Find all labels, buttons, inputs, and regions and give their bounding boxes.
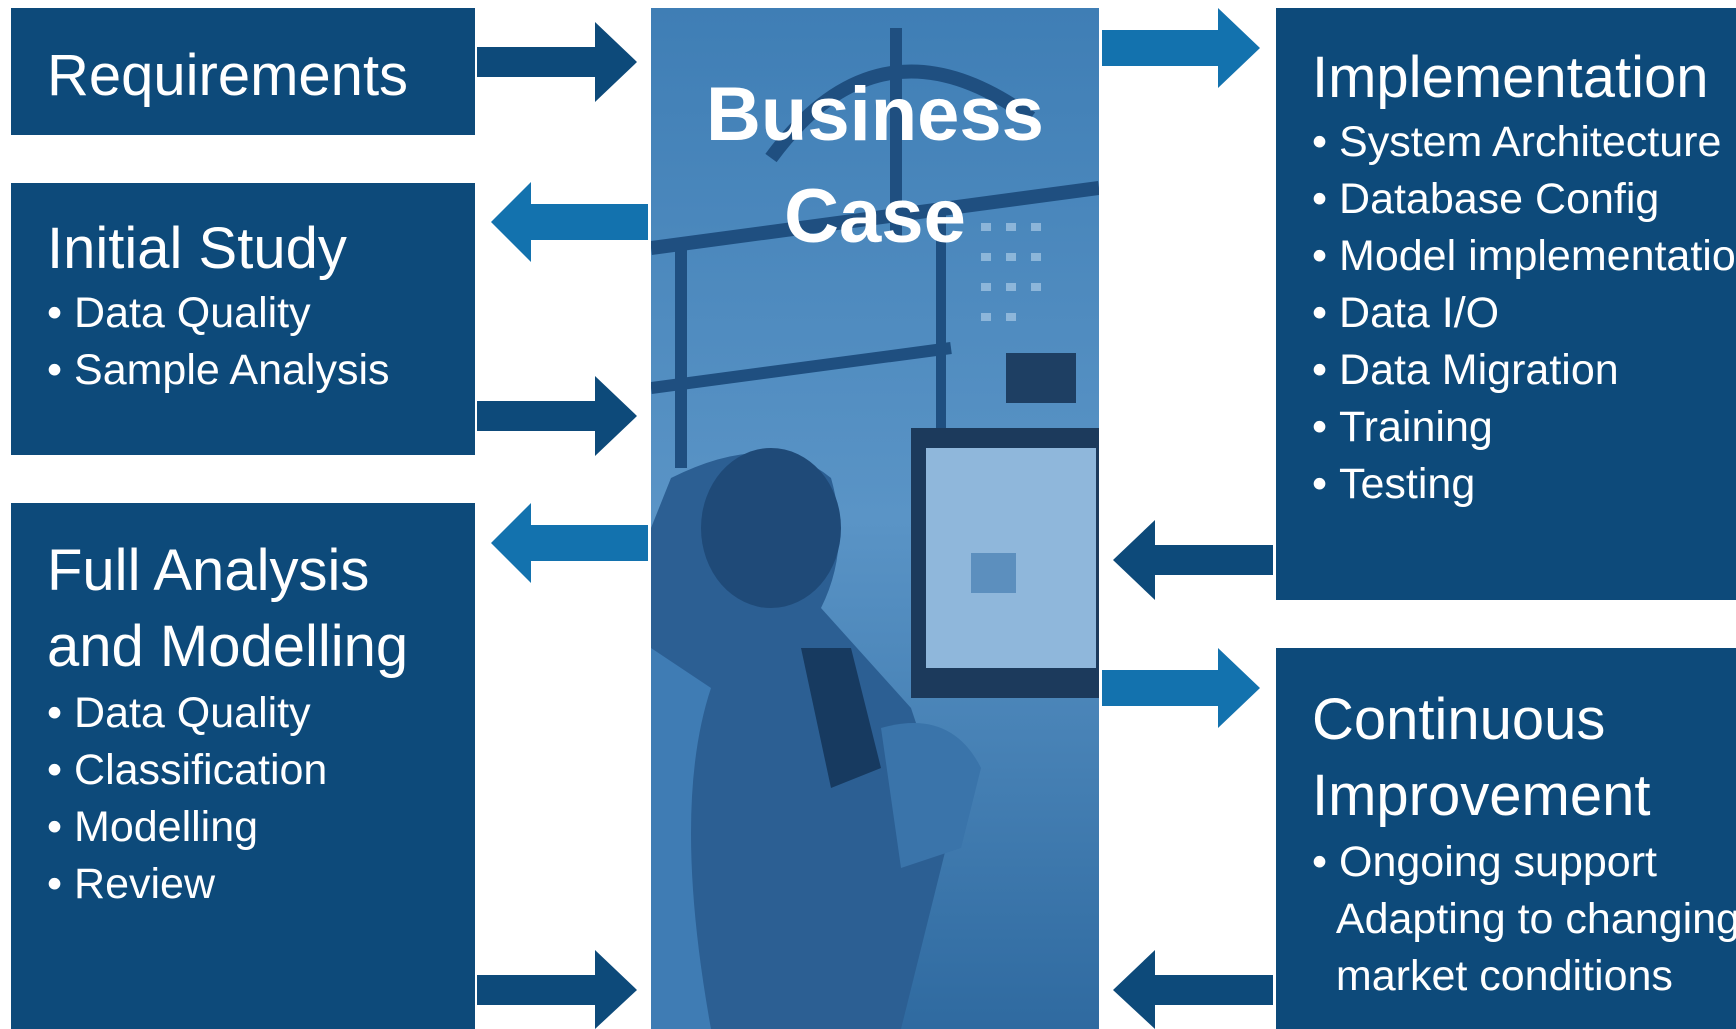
business-case-title-line2: Case <box>784 174 966 259</box>
requirements-box: Requirements <box>11 8 475 135</box>
implementation-title: Implementation <box>1312 45 1709 110</box>
business-case-panel: Business Case <box>651 8 1099 1029</box>
arrow-right-icon <box>477 22 637 102</box>
list-item: Testing <box>1312 456 1736 513</box>
arrow-right-icon <box>1102 8 1260 88</box>
full-analysis-title-line2: and Modelling <box>47 614 409 679</box>
full-analysis-box: Full Analysis and Modelling Data Quality… <box>11 503 475 1029</box>
full-analysis-title-line1: Full Analysis <box>47 538 370 603</box>
arrow-left-icon <box>491 182 648 262</box>
list-item: Classification <box>47 742 475 799</box>
requirements-title: Requirements <box>47 43 409 108</box>
list-item: Data Migration <box>1312 342 1736 399</box>
list-item: Data Quality <box>47 285 475 342</box>
list-item: Ongoing support <box>1312 834 1736 891</box>
list-item: System Architecture <box>1312 114 1736 171</box>
arrow-left-icon <box>491 503 648 583</box>
implementation-list: System Architecture Database Config Mode… <box>1312 114 1736 513</box>
implementation-box: Implementation System Architecture Datab… <box>1276 8 1736 600</box>
continuous-improvement-title-line1: Continuous <box>1312 687 1606 752</box>
arrow-right-icon <box>477 376 637 456</box>
continuous-improvement-box: Continuous Improvement Ongoing support A… <box>1276 648 1736 1029</box>
list-item: Data Quality <box>47 685 475 742</box>
list-item: Training <box>1312 399 1736 456</box>
initial-study-box: Initial Study Data Quality Sample Analys… <box>11 183 475 455</box>
list-item: Sample Analysis <box>47 342 475 399</box>
list-item: Data I/O <box>1312 285 1736 342</box>
arrow-right-icon <box>1102 648 1260 728</box>
arrow-right-icon <box>477 950 637 1029</box>
list-item: Database Config <box>1312 171 1736 228</box>
continuous-improvement-title-line2: Improvement <box>1312 763 1651 828</box>
list-item: market conditions <box>1335 952 1673 1000</box>
full-analysis-title: Full Analysis and Modelling <box>47 533 475 685</box>
continuous-improvement-title: Continuous Improvement <box>1312 682 1736 834</box>
arrow-left-icon <box>1113 950 1273 1029</box>
full-analysis-list: Data Quality Classification Modelling Re… <box>47 685 475 913</box>
list-item: Model implementation <box>1312 228 1736 285</box>
business-case-title: Business Case <box>651 64 1099 268</box>
initial-study-list: Data Quality Sample Analysis <box>47 285 475 399</box>
business-case-title-line1: Business <box>706 72 1044 157</box>
list-item: Adapting to changing <box>1335 895 1736 943</box>
list-item: Modelling <box>47 799 475 856</box>
continuous-improvement-list: Ongoing support Adapting to changing mar… <box>1312 834 1736 1005</box>
initial-study-title: Initial Study <box>47 216 347 281</box>
list-item: Review <box>47 856 475 913</box>
arrow-left-icon <box>1113 520 1273 600</box>
office-photo-illustration <box>651 8 1099 1029</box>
